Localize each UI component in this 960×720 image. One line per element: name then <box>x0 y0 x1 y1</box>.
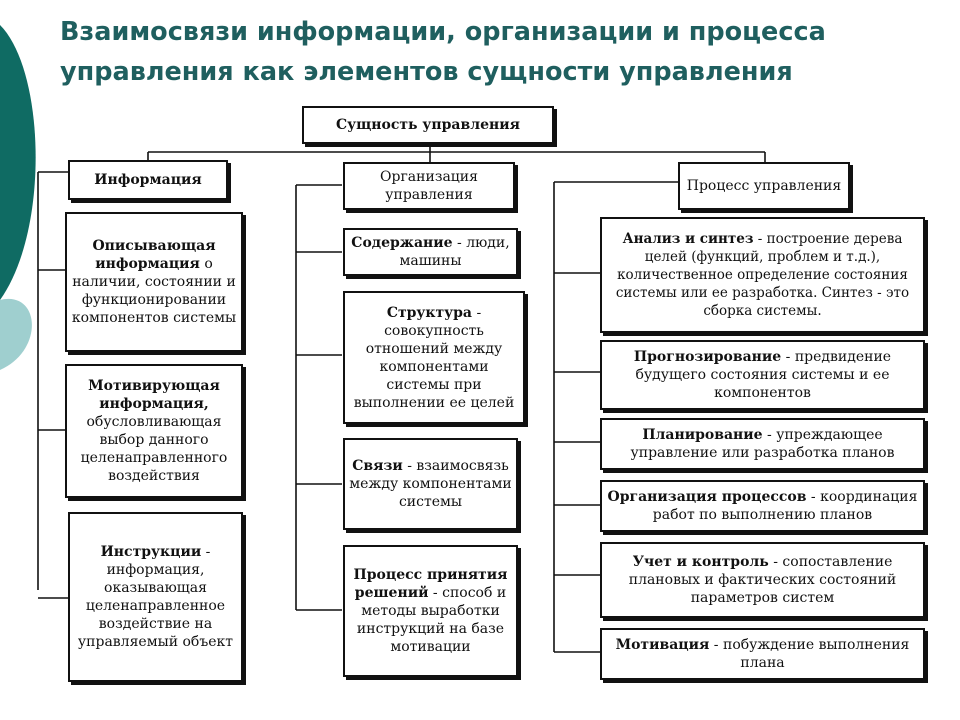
information-item-instructions: Инструкции - информация, оказывающая цел… <box>68 512 243 682</box>
item-term: Анализ и синтез <box>622 231 754 247</box>
item-term: Связи <box>352 458 403 474</box>
item-description: - координация работ по выполнению планов <box>652 489 918 523</box>
item-description: - построение дерева целей (функций, проб… <box>615 231 910 319</box>
item-description: обусловливающая выбор данного целенаправ… <box>80 414 228 484</box>
root-node-label: Сущность управления <box>336 117 520 133</box>
item-term: Мотивация <box>615 637 710 653</box>
item-description: - сопоставление плановых и фактических с… <box>628 554 897 606</box>
header-process-label: Процесс управления <box>686 178 842 194</box>
organization-item-structure: Структура - совокупность отношений между… <box>343 291 525 424</box>
teal-dark-shape <box>0 25 36 300</box>
item-term: Планирование <box>642 427 763 443</box>
organization-item-content: Содержание - люди, машины <box>343 228 518 276</box>
header-process: Процесс управления <box>678 162 850 210</box>
item-term: Содержание <box>351 235 453 251</box>
item-term: Инструкции <box>100 544 202 560</box>
item-term: Процесс принятия решений <box>353 567 508 601</box>
process-item-forecasting: Прогнозирование - предвидение будущего с… <box>600 340 925 410</box>
item-term: Мотивирующая информация, <box>88 378 220 412</box>
header-organization: Организация управления <box>343 162 515 210</box>
item-term: Прогнозирование <box>633 349 782 365</box>
header-information: Информация <box>68 160 228 200</box>
item-description: о наличии, состоянии и функционировании … <box>71 256 237 326</box>
item-term: Структура <box>386 304 472 321</box>
item-description: - взаимосвязь между компонентами системы <box>349 458 512 510</box>
information-item-describing: Описывающая информация о наличии, состоя… <box>65 212 243 352</box>
process-item-process-organization: Организация процессов - координация рабо… <box>600 480 925 532</box>
item-description: - предвидение будущего состояния системы… <box>635 349 892 401</box>
root-node-management-essence: Сущность управления <box>302 106 554 144</box>
item-description: - способ и методы выработки инструкций н… <box>356 585 507 655</box>
item-term: Описывающая информация <box>92 238 216 272</box>
organization-item-decision-process: Процесс принятия решений - способ и мето… <box>343 545 518 677</box>
teal-light-shape <box>0 298 32 370</box>
information-item-motivating: Мотивирующая информация, обусловливающая… <box>65 364 243 498</box>
item-term: Организация процессов <box>607 489 807 505</box>
process-item-planning: Планирование - упреждающее управление ил… <box>600 418 925 470</box>
item-description: - побуждение выполнения плана <box>709 637 910 671</box>
organization-item-links: Связи - взаимосвязь между компонентами с… <box>343 438 518 530</box>
header-organization-label: Организация управления <box>380 169 478 203</box>
process-item-motivation: Мотивация - побуждение выполнения плана <box>600 628 925 680</box>
item-description: - совокупность отношений между компонент… <box>353 304 515 411</box>
item-term: Учет и контроль <box>632 554 769 570</box>
page-title: Взаимосвязи информации, организации и пр… <box>60 17 826 87</box>
process-item-analysis-synthesis: Анализ и синтез - построение дерева целе… <box>600 217 925 333</box>
header-information-label: Информация <box>94 172 202 188</box>
item-description: - упреждающее управление или разработка … <box>630 427 895 461</box>
process-item-accounting-control: Учет и контроль - сопоставление плановых… <box>600 542 925 618</box>
item-description: - информация, оказывающая целенаправленн… <box>77 544 234 650</box>
item-description: - люди, машины <box>399 235 510 269</box>
